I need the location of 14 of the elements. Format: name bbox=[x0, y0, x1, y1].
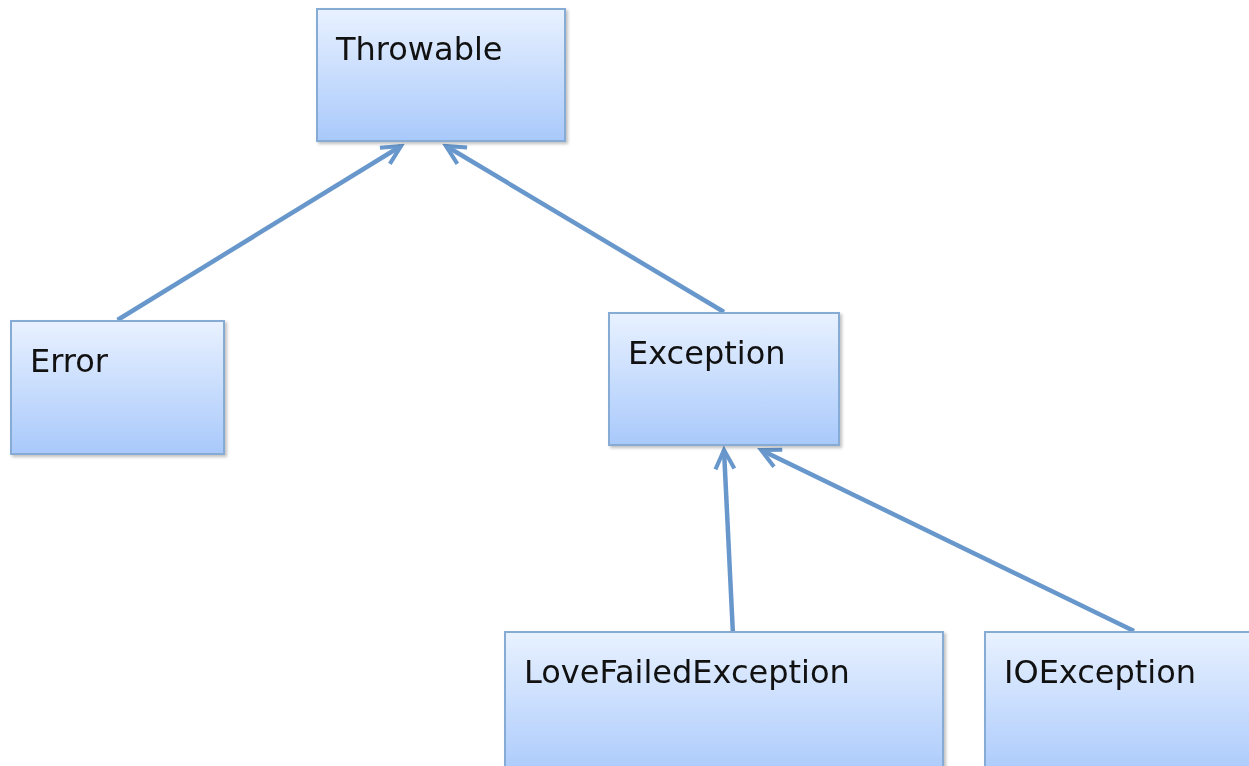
inheritance-arrow bbox=[759, 447, 1135, 634]
class-box bbox=[316, 8, 566, 142]
class-name: LoveFailedException bbox=[524, 653, 850, 691]
class-box bbox=[10, 320, 225, 455]
class-name: Error bbox=[30, 342, 108, 380]
class-box bbox=[608, 312, 840, 446]
inheritance-arrow bbox=[116, 144, 404, 322]
inheritance-arrow bbox=[713, 448, 737, 632]
class-box bbox=[984, 631, 1249, 766]
class-name: Throwable bbox=[336, 30, 503, 68]
class-name: Exception bbox=[628, 334, 786, 372]
class-box bbox=[504, 631, 944, 766]
inheritance-arrow bbox=[444, 144, 726, 314]
class-name: IOException bbox=[1004, 653, 1197, 691]
